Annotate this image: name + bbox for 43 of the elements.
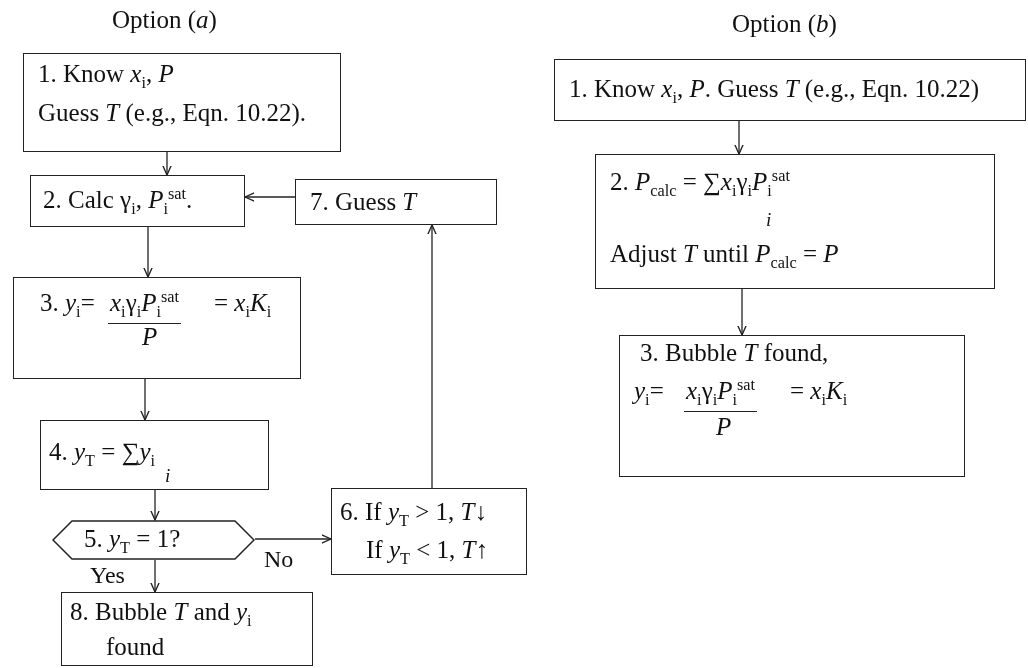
arrow	[244, 192, 296, 202]
node-text: 1. Know x$_{i}$, P	[38, 59, 174, 94]
arrow	[427, 224, 437, 489]
node-text: 8. Bubble T and y$_{i}$ found	[70, 597, 253, 662]
process-box	[331, 488, 527, 575]
arrow	[150, 489, 160, 521]
arrow	[254, 534, 332, 544]
node-text: = x$_{i}$K$_{i}$	[214, 288, 272, 323]
node-text: P	[716, 412, 732, 442]
process-box	[619, 335, 965, 477]
column-heading: Option (a)	[112, 6, 217, 34]
arrow	[737, 288, 747, 336]
node-text: Adjust T until P$_{calc}$ = P	[610, 239, 839, 274]
process-box	[295, 179, 497, 225]
arrow	[150, 559, 160, 593]
process-box	[30, 175, 245, 227]
node-text: P	[142, 322, 158, 352]
node-text: y$_{i}$=	[634, 376, 664, 411]
node-text: 6. If y$_{T}$ > 1, T↓	[340, 497, 487, 532]
node-text: i	[766, 209, 772, 232]
node-text: 2. Calc γ$_{i}$, P$_{i}$$^{sat}$.	[43, 185, 193, 220]
arrow	[140, 378, 150, 421]
process-box	[40, 420, 269, 490]
node-text: Guess T (e.g., Eqn. 10.22).	[38, 98, 307, 128]
node-text: i	[165, 465, 171, 488]
node-text: 7. Guess T	[310, 187, 417, 217]
column-heading: Option (b)	[732, 10, 837, 38]
arrow	[143, 226, 153, 278]
node-text: 1. Know x$_{i}$, P. Guess T (e.g., Eqn. 10.22)	[569, 74, 980, 109]
decision-hexagon	[52, 520, 255, 560]
node-text: 4. y$_{T}$ = ∑y$_{i}$	[49, 437, 156, 472]
process-box	[23, 53, 341, 152]
process-box	[13, 277, 301, 379]
node-text: 3. Bubble T found,	[640, 338, 829, 368]
node-text: 3. y$_{i}$=	[40, 288, 95, 323]
arrow	[734, 120, 744, 155]
node-text: If y$_{T}$ < 1, T↑	[366, 535, 488, 570]
node-text: 5. y$_{T}$ = 1?	[84, 524, 181, 559]
process-box	[61, 592, 313, 666]
arrow	[162, 151, 172, 176]
node-text: = x$_{i}$K$_{i}$	[790, 376, 848, 411]
process-box	[595, 154, 995, 289]
process-box	[554, 59, 1026, 121]
